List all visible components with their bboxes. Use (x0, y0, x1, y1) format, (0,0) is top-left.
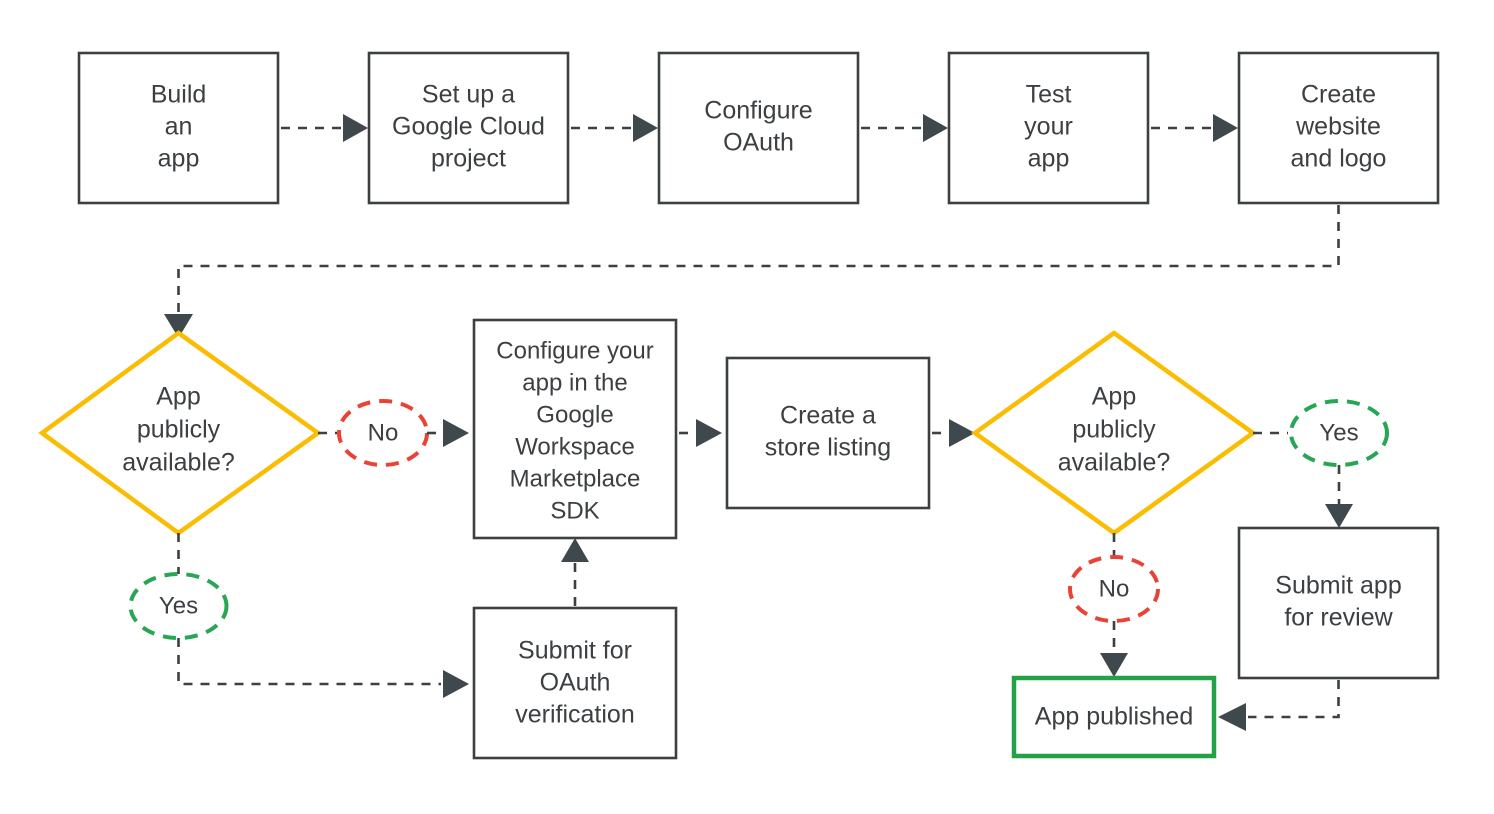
node-submit-for-oauth-verification[interactable]: Submit for OAuth verification (472, 606, 678, 760)
node-text-line: OAuth (540, 669, 611, 697)
edge-configure-oauth-to-test (861, 114, 948, 142)
node-text-line: OAuth (723, 129, 794, 157)
node-shape-rect (77, 51, 280, 205)
edge-label-pill-yes (1289, 399, 1389, 467)
node-create-website-and-logo[interactable]: Create website and logo (1237, 51, 1440, 205)
edge-label-text-no: No (368, 419, 399, 446)
node-text-line: Workspace (515, 433, 635, 460)
node-text-line: app (1028, 145, 1070, 173)
arrow-head-icon (696, 419, 722, 447)
node-text-line: Google (536, 401, 613, 428)
arrow-head-icon (633, 114, 658, 142)
edge-configure-sdk-to-store-listing (679, 419, 722, 447)
node-shape-rect (1011, 675, 1217, 759)
edge-label-text-yes: Yes (1319, 419, 1358, 446)
arrow-head-icon (343, 114, 368, 142)
node-text-line: available? (122, 449, 235, 477)
node-build-an-app[interactable]: Build an app (77, 51, 280, 205)
edge-build-to-setup (281, 114, 368, 142)
node-text-line: project (431, 145, 506, 173)
node-text-line: app (158, 145, 200, 173)
node-text-line: your (1024, 113, 1073, 141)
node-decision-app-publicly-available-left[interactable]: App publicly available? (38, 330, 322, 536)
edge-test-to-create-website (1151, 114, 1238, 142)
node-text-line: Marketplace (510, 465, 641, 492)
node-shape-rect (472, 318, 678, 540)
node-text-line: Build (151, 81, 207, 109)
node-text-line: website (1295, 113, 1381, 141)
arrow-head-icon (1218, 703, 1246, 731)
node-text-line: Create (1301, 81, 1376, 109)
node-text-line: Configure your (496, 337, 653, 364)
node-text-line: store listing (765, 434, 891, 462)
arrow-head-icon (923, 114, 948, 142)
edge-oauth-verification-to-configure-sdk (561, 538, 589, 606)
edge-label-pill-yes (128, 572, 229, 640)
node-set-up-google-cloud-project[interactable]: Set up a Google Cloud project (367, 51, 570, 205)
arrow-head-icon (949, 419, 975, 447)
arrow-head-icon (164, 314, 193, 338)
edge-left-decision-no: No (318, 399, 469, 467)
edge-right-decision-yes: Yes (1253, 399, 1389, 528)
node-decision-app-publicly-available-right[interactable]: App publicly available? (971, 330, 1257, 536)
node-text-line: publicly (1072, 416, 1156, 444)
node-text-line: Google Cloud (392, 113, 545, 141)
node-text-line: Create a (780, 402, 876, 430)
node-text-line: publicly (137, 416, 221, 444)
node-submit-app-for-review[interactable]: Submit app for review (1237, 526, 1440, 680)
node-shape-rect (472, 606, 678, 760)
node-shape-rect (725, 356, 931, 510)
node-text-line: and logo (1291, 145, 1387, 173)
node-text-line: App (156, 383, 200, 411)
edge-label-text-yes: Yes (159, 592, 198, 619)
node-shape-rect (1237, 51, 1440, 205)
node-shape-rect (947, 51, 1150, 205)
arrow-head-icon (1100, 653, 1128, 677)
arrow-head-icon (1213, 114, 1238, 142)
node-shape-rect (657, 51, 860, 205)
edge-create-website-to-decision-left (164, 205, 1340, 338)
edge-label-text-no: No (1099, 575, 1130, 602)
arrow-head-icon (561, 538, 589, 562)
node-text-line: Set up a (422, 81, 515, 109)
edge-setup-to-configure-oauth (571, 114, 658, 142)
node-text-line: available? (1058, 449, 1171, 477)
node-text-line: App published (1035, 703, 1193, 731)
node-text-line: app in the (522, 369, 627, 396)
node-text-line: verification (515, 701, 635, 729)
arrow-head-icon (1325, 504, 1353, 528)
node-create-store-listing[interactable]: Create a store listing (725, 356, 931, 510)
arrow-head-icon (443, 670, 469, 698)
node-configure-oauth[interactable]: Configure OAuth (657, 51, 860, 205)
edge-left-decision-yes: Yes (128, 533, 469, 698)
edge-submit-review-to-app-published (1218, 680, 1340, 731)
node-shape-rect (367, 51, 570, 205)
node-text-line: Submit app (1275, 572, 1401, 600)
node-text-line: Configure (704, 97, 812, 125)
node-text-line: an (165, 113, 193, 141)
node-shape-rect (1237, 526, 1440, 680)
edge-right-decision-no: No (1068, 533, 1160, 677)
node-text-line: App (1092, 383, 1136, 411)
node-test-your-app[interactable]: Test your app (947, 51, 1150, 205)
node-text-line: Test (1026, 81, 1072, 109)
node-app-published[interactable]: App published (1011, 675, 1217, 759)
node-text-line: Submit for (518, 637, 632, 665)
arrow-head-icon (443, 419, 469, 447)
edge-label-pill-no (1068, 555, 1160, 623)
node-configure-app-marketplace-sdk[interactable]: Configure your app in the Google Workspa… (472, 318, 678, 540)
node-text-line: for review (1284, 604, 1393, 632)
node-text-line: SDK (550, 497, 599, 524)
edge-store-listing-to-decision-right (932, 419, 975, 447)
